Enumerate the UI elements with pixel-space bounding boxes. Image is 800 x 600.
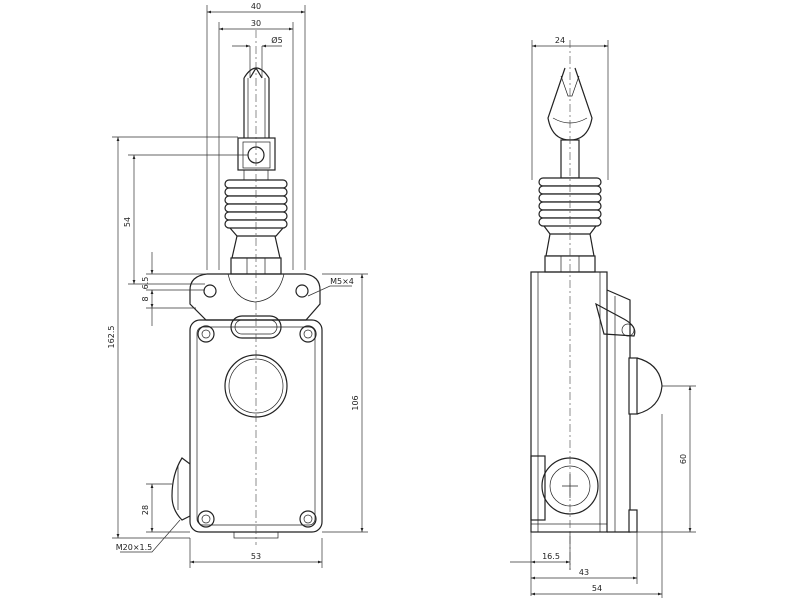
svg-text:28: 28 <box>141 505 150 515</box>
front-thread-callout: M20×1.5 <box>116 519 181 553</box>
screw-bottom-right <box>299 510 317 528</box>
front-view: 40 30 Ø5 162.5 54 <box>107 2 368 568</box>
front-dim-6-5: 6.5 <box>141 252 207 292</box>
svg-text:60: 60 <box>679 454 688 464</box>
front-dim-diameter: Ø5 <box>232 35 283 78</box>
svg-text:54: 54 <box>123 217 132 227</box>
screw-top-right <box>299 325 317 343</box>
front-dim-height-28: 28 <box>141 483 190 533</box>
side-dim-width-54: 54 <box>531 414 663 598</box>
screw-top-left <box>197 325 215 343</box>
side-dim-width-24: 24 <box>531 36 609 180</box>
side-dim-16-5: 16.5 <box>510 532 571 596</box>
svg-text:6.5: 6.5 <box>141 277 150 290</box>
svg-text:8: 8 <box>141 296 150 301</box>
front-dim-width-53: 53 <box>189 538 323 568</box>
svg-text:106: 106 <box>351 395 360 410</box>
svg-text:M5×4: M5×4 <box>330 277 354 286</box>
side-dim-height-60: 60 <box>630 385 696 533</box>
svg-text:40: 40 <box>251 2 261 11</box>
svg-text:54: 54 <box>592 584 602 593</box>
side-cable-gland <box>530 455 599 521</box>
front-dim-width-40: 40 <box>206 2 306 270</box>
front-dim-height-54: 54 <box>123 154 248 285</box>
svg-text:16.5: 16.5 <box>542 552 560 561</box>
svg-text:Ø5: Ø5 <box>271 35 282 45</box>
side-view: 24 60 16.5 43 54 <box>510 36 696 598</box>
front-dim-8: 8 <box>141 290 196 326</box>
front-mount-thread-callout: M5×4 <box>307 277 354 297</box>
front-dim-height-162-5: 162.5 <box>107 136 238 539</box>
svg-text:30: 30 <box>251 19 261 28</box>
switch-housing <box>171 315 323 539</box>
front-dim-width-30: 30 <box>218 19 294 270</box>
front-dim-height-106: 106 <box>322 273 368 533</box>
screw-bottom-left <box>197 510 215 528</box>
cable-gland <box>171 457 191 521</box>
mounting-lugs <box>189 273 321 321</box>
svg-text:M20×1.5: M20×1.5 <box>116 543 153 552</box>
svg-text:53: 53 <box>251 552 261 561</box>
side-housing <box>530 271 663 533</box>
svg-text:43: 43 <box>579 568 589 577</box>
side-dim-width-43: 43 <box>531 532 638 584</box>
svg-text:24: 24 <box>555 36 565 45</box>
side-bellows <box>538 177 602 273</box>
svg-text:162.5: 162.5 <box>107 326 116 349</box>
